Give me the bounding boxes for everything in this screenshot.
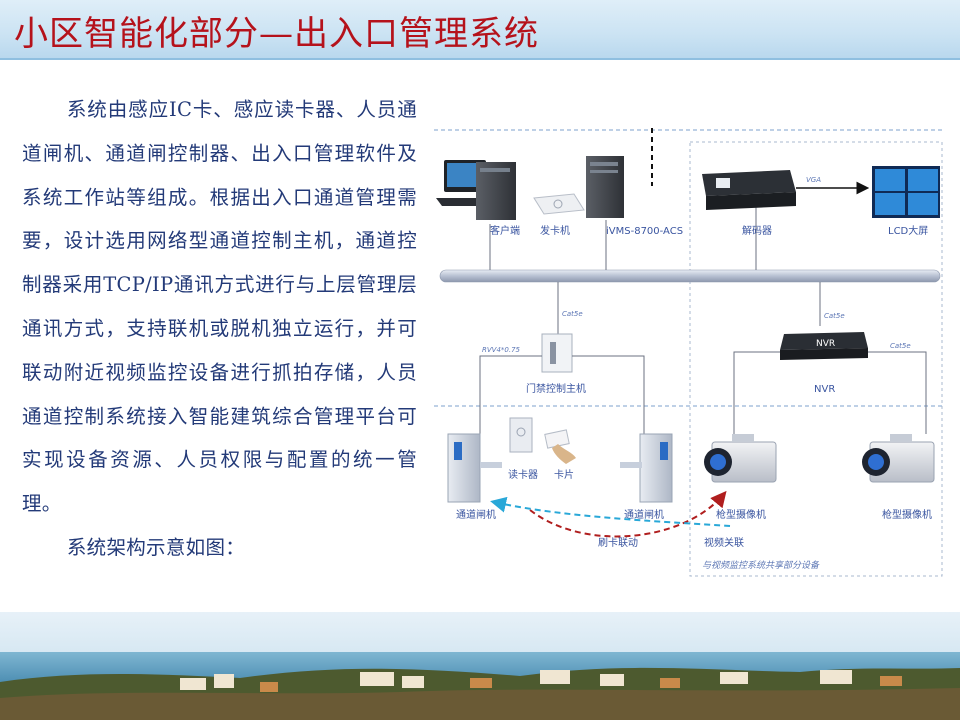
- page-title: 小区智能化部分—出入口管理系统: [14, 14, 539, 54]
- title-bar: 小区智能化部分—出入口管理系统: [0, 0, 960, 60]
- gate-left-label: 通道闸机: [456, 508, 496, 521]
- decoder-icon: [702, 170, 796, 210]
- video-link-arrow: [490, 496, 731, 527]
- network-bus: [439, 269, 941, 283]
- server-tower-icon: [586, 156, 624, 218]
- coastal-town-photo: [0, 612, 960, 720]
- card-reader-icon: [509, 417, 533, 453]
- svg-text:NVR: NVR: [816, 339, 835, 349]
- lcd-wall-icon: [872, 166, 940, 218]
- nvr-cat5e-right-label: Cat5e: [890, 342, 911, 350]
- video-link-label: 视频关联: [704, 536, 744, 549]
- card-label: 卡片: [554, 468, 574, 481]
- camera-right-icon: [862, 434, 935, 483]
- server-label: iVMS-8700-ACS: [606, 226, 683, 237]
- camera-left-icon: [704, 434, 777, 483]
- client-label: 客户端: [490, 224, 520, 237]
- gate-right-icon: [620, 433, 673, 503]
- swipe-link-arrow: [529, 490, 727, 538]
- camera-right-label: 枪型摄像机: [882, 508, 932, 521]
- vga-label: VGA: [806, 176, 821, 184]
- card-issuer-icon: [533, 193, 585, 215]
- access-controller-icon: [541, 333, 573, 373]
- nvr-label: NVR: [814, 384, 835, 395]
- lcd-label: LCD大屏: [888, 224, 928, 237]
- nvr-icon: NVR: [780, 332, 868, 360]
- nvr-cat5e-top-label: Cat5e: [824, 312, 845, 320]
- diagram-caption: 系统架构示意如图：: [66, 535, 246, 559]
- card-icon: [544, 429, 576, 464]
- description-text: 系统由感应IC卡、感应读卡器、人员通道闸机、通道闸控制器、出入口管理软件及系统工…: [22, 88, 417, 570]
- camera-left-label: 枪型摄像机: [716, 508, 766, 521]
- description-paragraph: 系统由感应IC卡、感应读卡器、人员通道闸机、通道闸控制器、出入口管理软件及系统工…: [22, 98, 417, 516]
- rvv-wiring: [479, 355, 542, 440]
- rvv-label: RVV4*0.75: [482, 346, 521, 354]
- shared-equipment-frame: [689, 141, 943, 577]
- shared-note-label: 与视频监控系统共享部分设备: [702, 560, 820, 571]
- controller-cat5e-label: Cat5e: [562, 310, 583, 318]
- gate-right-label: 通道闸机: [624, 508, 664, 521]
- system-architecture-diagram: 客户端 发卡机 iVMS-8700-ACS 解码器 VGA LCD大屏 Cat5…: [434, 128, 944, 577]
- swipe-link-label: 刷卡联动: [598, 536, 638, 549]
- gate-left-icon: [447, 433, 502, 503]
- client-computer-icon: [436, 160, 516, 220]
- card-issuer-label: 发卡机: [540, 224, 570, 237]
- decoder-label: 解码器: [742, 224, 772, 237]
- reader-label: 读卡器: [508, 468, 538, 481]
- controller-label: 门禁控制主机: [526, 382, 586, 395]
